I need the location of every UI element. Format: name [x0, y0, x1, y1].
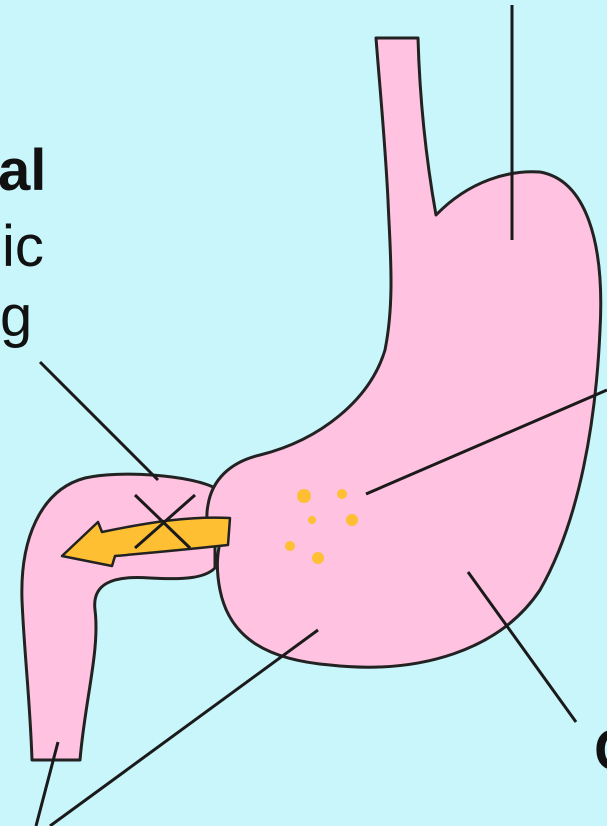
dot	[312, 552, 324, 564]
stomach	[207, 38, 601, 667]
dot	[337, 489, 347, 499]
left-label-line2: ic	[2, 218, 44, 276]
dot	[308, 516, 316, 524]
left-label-line1: al	[0, 142, 46, 200]
dot	[285, 541, 295, 551]
dot	[297, 489, 311, 503]
duodenum	[22, 474, 215, 760]
leader-line-pylorus	[40, 362, 158, 480]
left-label-line3: g	[0, 288, 32, 346]
dot	[346, 514, 358, 526]
right-label-fragment: C	[594, 722, 607, 780]
